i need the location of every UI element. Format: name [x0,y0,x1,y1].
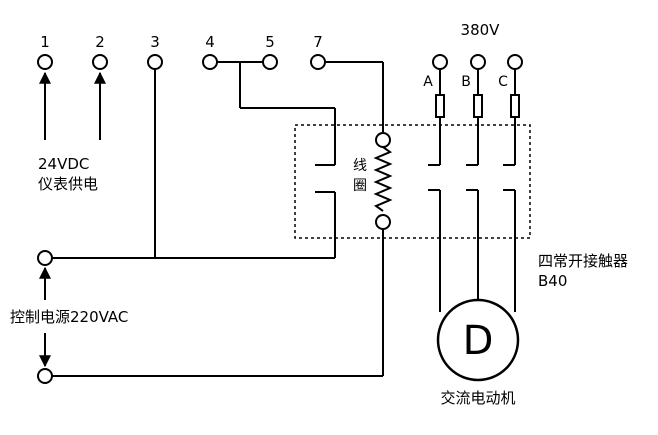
control-terminal-bottom [37,368,53,384]
coil-bottom-terminal [375,214,391,230]
terminal-3 [147,54,163,70]
terminal-label-7: 7 [313,33,323,51]
motor-symbol [436,298,520,382]
contactor-boundary [294,124,531,239]
supply-voltage-label: 380V [461,21,501,39]
fuse-c [510,94,520,118]
contactor-model: B40 [538,272,567,290]
supply-terminal-c [507,54,523,70]
supply-terminal-b [470,54,486,70]
contactor-label: 四常开接触器 [538,252,628,270]
phase-label-c: C [498,74,508,90]
coil-winding [373,146,393,212]
coil-label-2: 圈 [353,178,367,194]
motor-letter: D [463,318,494,364]
fuse-b [473,94,483,118]
terminal-label-1: 1 [40,33,50,51]
phase-label-b: B [461,74,471,90]
coil-label: 线 [353,158,367,174]
terminal-label-4: 4 [205,33,215,51]
control-power-label: 控制电源220VAC [10,308,128,326]
terminal-2 [92,54,108,70]
phase-label-a: A [423,74,433,90]
terminal-1 [37,54,53,70]
fuse-a [435,94,445,118]
terminal-4 [202,54,218,70]
control-terminal-top [37,250,53,266]
dc-supply-label: 24VDC [38,155,89,173]
terminal-label-2: 2 [95,33,105,51]
terminal-7 [310,54,326,70]
terminal-5 [262,54,278,70]
coil-top-terminal [375,132,391,148]
motor-label: 交流电动机 [440,389,515,407]
supply-terminal-a [432,54,448,70]
dc-supply-sublabel: 仪表供电 [38,175,98,193]
terminal-label-5: 5 [265,33,275,51]
terminal-label-3: 3 [150,33,160,51]
